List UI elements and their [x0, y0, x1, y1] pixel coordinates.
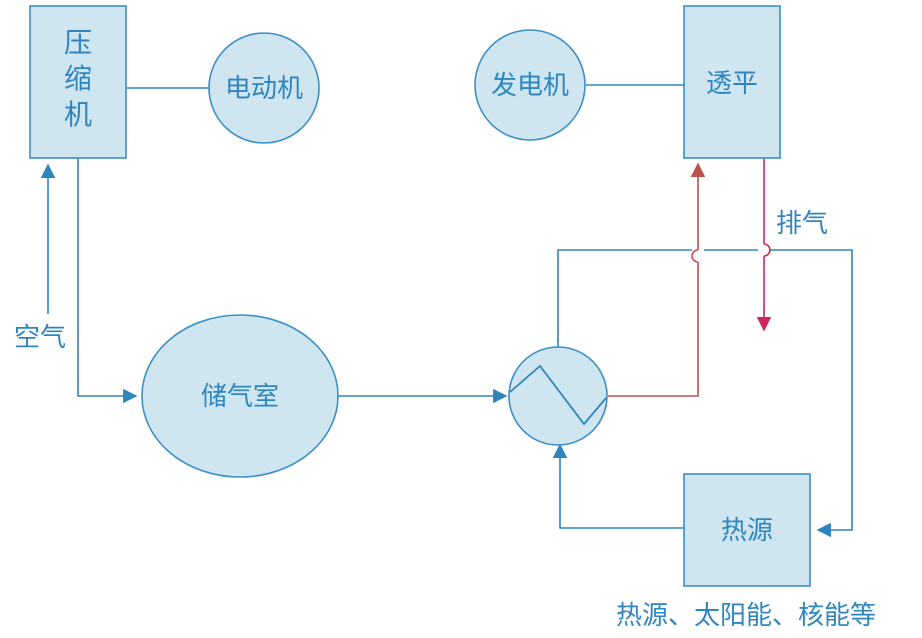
generator-node: 发电机 [474, 29, 586, 141]
motor-circle [208, 32, 320, 144]
hot-flow-line-lower [608, 262, 699, 397]
connectors [40, 84, 853, 538]
heat-source-node: 热源 [683, 473, 811, 587]
generator-label: 发电机 [491, 71, 569, 101]
heat-note-label: 热源、太阳能、核能等 [616, 601, 876, 631]
heat-loop-to-source-arrow [770, 249, 853, 538]
motor-node: 电动机 [208, 32, 320, 144]
hot-flow-hop [691, 249, 699, 263]
heat-source-label: 热源 [721, 516, 773, 546]
storage-label: 储气室 [201, 382, 279, 412]
compressor-label-1: 压 [64, 26, 92, 59]
compressor-node: 压 缩 机 [29, 5, 127, 159]
storage-node: 储气室 [141, 314, 339, 478]
turbine-node: 透平 [683, 5, 781, 159]
compressor-label-2: 缩 [64, 62, 92, 95]
exhaust-label: 排气 [776, 209, 828, 239]
compressor-to-storage-arrow [77, 158, 138, 404]
turbine-box [683, 5, 781, 159]
heat-return-arrow [552, 443, 684, 529]
generator-circle [474, 29, 586, 141]
exhaust-hop [763, 243, 771, 257]
turbine-label: 透平 [706, 69, 758, 99]
heat-exchanger-zigzag-icon [509, 364, 607, 426]
air-label: 空气 [14, 323, 66, 353]
heat-exchanger-node [508, 346, 608, 446]
heat-loop-top-left [557, 249, 692, 348]
storage-ellipse [141, 314, 339, 478]
compressor-box [29, 5, 127, 159]
compressor-label-3: 机 [64, 98, 92, 131]
heat-exchanger-circle [508, 346, 608, 446]
heat-source-box [683, 473, 811, 587]
motor-label: 电动机 [225, 74, 303, 104]
